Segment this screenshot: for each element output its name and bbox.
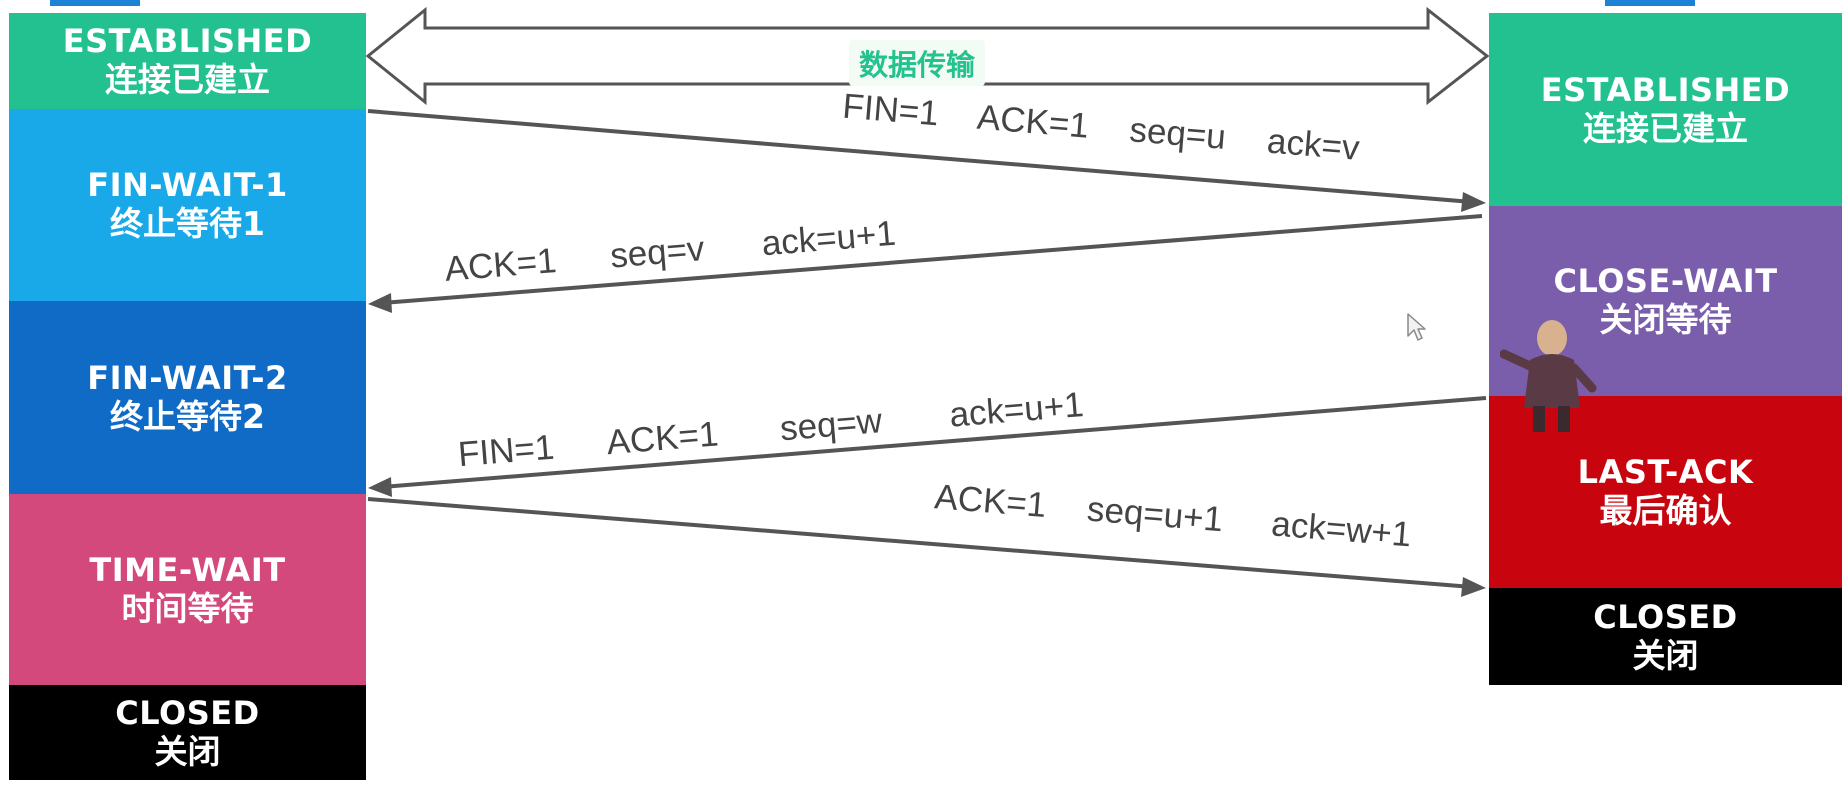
message-3-arrowhead: [368, 477, 392, 497]
message-3-ack-flag: ACK=1: [605, 414, 720, 462]
state-name-zh: 连接已建立: [105, 60, 270, 100]
state-name: FIN-WAIT-2: [87, 358, 288, 397]
state-name: CLOSED: [115, 693, 260, 732]
message-2-arrow-line: [381, 214, 1483, 305]
state-name: FIN-WAIT-1: [87, 166, 288, 204]
message-1-ack-number: ack=v: [1266, 122, 1362, 168]
server-state-closed: CLOSED 关闭: [1489, 588, 1842, 685]
state-name-zh: 最后确认: [1599, 491, 1732, 531]
message-2-ack-flag: ACK=1: [443, 241, 558, 289]
message-1-fin: FIN=1: [841, 87, 940, 134]
state-name-zh: 时间等待: [121, 588, 254, 628]
message-4-ack-number: ack=w+1: [1270, 504, 1413, 554]
message-1-arrowhead: [1461, 192, 1486, 212]
message-1-ack-flag: ACK=1: [976, 98, 1091, 146]
message-3-fin: FIN=1: [457, 428, 556, 475]
client-tab-accent: [50, 0, 140, 6]
message-2-seq: seq=v: [609, 229, 707, 275]
presenter-figure-icon: [1499, 308, 1600, 442]
message-3-arrow-line: [381, 396, 1487, 489]
state-name: LAST-ACK: [1577, 453, 1754, 491]
state-name-zh: 终止等待1: [110, 204, 265, 244]
client-state-fin-wait-1: FIN-WAIT-1 终止等待1: [9, 109, 366, 301]
message-3-ack-number: ack=u+1: [948, 385, 1085, 435]
state-name-zh: 终止等待2: [110, 396, 265, 436]
message-4-seq: seq=u+1: [1086, 490, 1225, 540]
server-state-last-ack: LAST-ACK 最后确认: [1489, 396, 1842, 588]
client-state-established: ESTABLISHED 连接已建立: [9, 13, 366, 109]
server-state-established: ESTABLISHED 连接已建立: [1489, 13, 1842, 206]
message-3-seq: seq=w: [779, 401, 885, 448]
state-name: CLOSED: [1593, 597, 1738, 636]
state-name-zh: 关闭: [154, 731, 221, 771]
state-name-zh: 关闭: [1632, 635, 1699, 675]
message-4-arrowhead: [1461, 577, 1486, 597]
state-name-zh: 关闭等待: [1599, 300, 1732, 340]
state-name: CLOSE-WAIT: [1553, 262, 1778, 300]
message-1-arrow-line: [367, 109, 1473, 204]
client-state-fin-wait-2: FIN-WAIT-2 终止等待2: [9, 301, 366, 494]
state-name: TIME-WAIT: [89, 550, 286, 589]
message-4-arrow-line: [367, 497, 1473, 589]
data-transfer-label: 数据传输: [849, 40, 986, 86]
client-state-closed: CLOSED 关闭: [9, 685, 366, 780]
message-2-ack-number: ack=u+1: [760, 214, 897, 264]
server-tab-accent: [1605, 0, 1695, 6]
message-4-ack-flag: ACK=1: [933, 477, 1048, 525]
message-2-arrowhead: [368, 293, 392, 313]
message-1-seq: seq=u: [1128, 110, 1227, 157]
state-name: ESTABLISHED: [1540, 70, 1791, 109]
state-name: ESTABLISHED: [62, 22, 313, 60]
client-state-time-wait: TIME-WAIT 时间等待: [9, 494, 366, 685]
mouse-cursor-icon: [1406, 312, 1426, 346]
state-name-zh: 连接已建立: [1583, 108, 1748, 148]
